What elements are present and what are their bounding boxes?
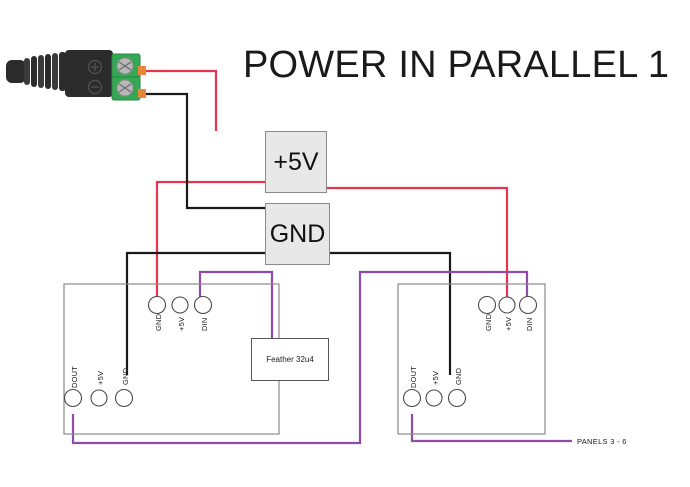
- connector-polarity-symbols: [87, 59, 103, 95]
- wire-black-gnd-bus-to-right-panel: [330, 251, 452, 375]
- panel-left-label-gnd-top: GND: [154, 313, 163, 331]
- wire-black-gnd-bus-to-left-panel: [125, 251, 265, 375]
- bus-block-5v[interactable]: +5V: [265, 131, 327, 193]
- panel-right-pad-dout-bottom[interactable]: [402, 388, 422, 408]
- panel-left-pad-dout-bottom[interactable]: [63, 388, 83, 408]
- panel-left-pad-din-top[interactable]: [193, 295, 213, 315]
- panel-left[interactable]: [63, 283, 280, 435]
- page-title: POWER IN PARALLEL 1: [243, 44, 670, 86]
- connector-pad-negative: [138, 89, 146, 98]
- panel-left-pad-gnd-bottom[interactable]: [114, 388, 134, 408]
- wire-red-5v-bus-to-right-panel: [327, 186, 509, 297]
- panel-right-label-gnd-top: GND: [484, 313, 493, 331]
- panel-right-label-5v-bottom: +5V: [431, 370, 440, 385]
- panel-left-label-din-top: DIN: [200, 317, 209, 331]
- wire-purple-right-dout-to-panels-3-6: [410, 414, 572, 443]
- wire-layer: [71, 69, 572, 445]
- connector-cable-tip: [6, 60, 26, 83]
- panel-left-label-dout-bottom: DOUT: [70, 365, 79, 388]
- wire-red-connector-to-5v-bus: [145, 69, 218, 131]
- panel-left-pad-5v-top[interactable]: [171, 296, 189, 314]
- panel-right-pad-gnd-top[interactable]: [477, 295, 497, 315]
- connector-screw-negative[interactable]: [116, 79, 134, 97]
- wire-red-5v-bus-to-left-panel: [155, 180, 265, 297]
- panel-right-outline: [397, 283, 546, 435]
- panel-right-label-gnd-bottom: GND: [454, 367, 463, 385]
- panel-left-pad-5v-bottom[interactable]: [90, 389, 108, 407]
- panel-left-outline: [63, 283, 280, 435]
- panel-right-pad-din-top[interactable]: [518, 295, 538, 315]
- panel-right-label-din-top: DIN: [525, 317, 534, 331]
- connector-strain-relief: [24, 52, 66, 91]
- legend-panels-3-6: PANELS 3 - 6: [577, 437, 627, 446]
- panel-left-label-5v-bottom: +5V: [96, 370, 105, 385]
- panel-right-label-5v-top: +5V: [504, 316, 513, 331]
- feather-32u4-module[interactable]: Feather 32u4: [251, 338, 329, 381]
- panel-left-label-gnd-bottom: GND: [121, 367, 130, 385]
- panel-left-label-5v-top: +5V: [177, 316, 186, 331]
- panel-right[interactable]: [397, 283, 546, 435]
- connector-screw-positive[interactable]: [116, 57, 134, 75]
- wire-purple-left-dout-to-right-din: [71, 270, 529, 445]
- panel-left-pad-gnd-top[interactable]: [147, 295, 167, 315]
- connector-pad-positive: [138, 66, 146, 75]
- panel-right-pad-5v-top[interactable]: [498, 296, 516, 314]
- wire-black-connector-to-gnd-bus: [145, 92, 265, 210]
- panel-right-label-dout-bottom: DOUT: [409, 365, 418, 388]
- bus-block-gnd[interactable]: GND: [265, 203, 330, 265]
- dc-barrel-jack-connector[interactable]: [6, 50, 146, 101]
- panel-right-pad-5v-bottom[interactable]: [425, 389, 443, 407]
- panel-right-pad-gnd-bottom[interactable]: [447, 388, 467, 408]
